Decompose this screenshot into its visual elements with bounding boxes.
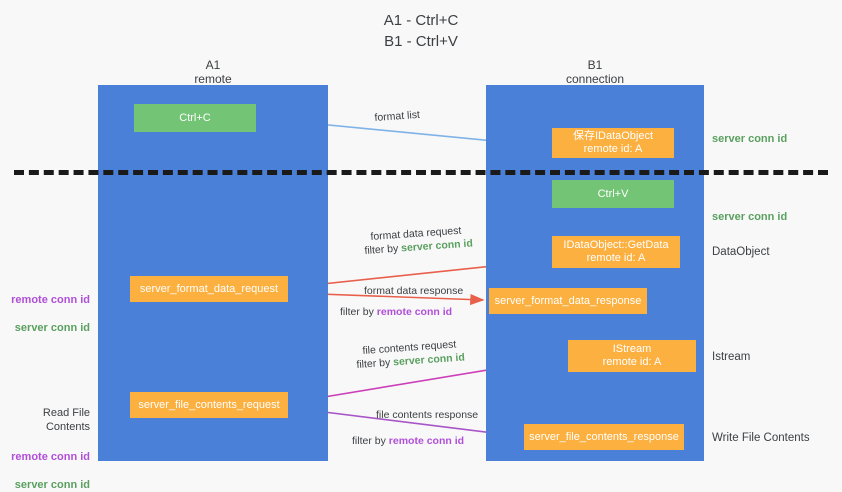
filter-prefix-1: filter by (364, 242, 402, 257)
arrow-label-file-contents-response-filter: filter by remote conn id (352, 434, 464, 448)
node-idataobject-getdata[interactable]: IDataObject::GetData remote id: A (552, 236, 680, 268)
arrow-file-contents-response (291, 407, 520, 440)
filter-prefix-4: filter by (352, 435, 389, 447)
node-server-file-contents-request[interactable]: server_file_contents_request (130, 392, 288, 418)
filter-prefix-2: filter by (340, 306, 377, 318)
label-write-file-contents: Write File Contents (712, 432, 810, 444)
label-remote-conn-id-2: remote conn id (11, 451, 90, 463)
node-server-format-data-response[interactable]: server_format_data_response (489, 288, 647, 314)
node-server-format-data-request[interactable]: server_format_data_request (130, 276, 288, 302)
label-left-conn-ids-file: Read File Contents remote conn id server… (8, 392, 90, 492)
node-istream[interactable]: IStream remote id: A (568, 340, 696, 372)
filter-prefix-3: filter by (356, 356, 394, 371)
arrow-label-format-data-response: format data response (364, 285, 464, 297)
column-header-b1: B1 connection (565, 58, 625, 86)
label-remote-conn-id-1: remote conn id (11, 294, 90, 306)
column-header-a1: A1 remote (194, 58, 232, 86)
node-ctrl-c[interactable]: Ctrl+C (134, 104, 256, 132)
label-istream: Istream (712, 351, 751, 363)
arrow-label-file-contents-response: file contents response (376, 409, 479, 421)
node-server-file-contents-response[interactable]: server_file_contents_response (524, 424, 684, 450)
filter-value-2: remote conn id (376, 306, 453, 318)
filter-value-4: remote conn id (388, 435, 465, 447)
label-server-conn-id-mid: server conn id (712, 211, 788, 223)
label-server-conn-id-top: server conn id (712, 133, 788, 145)
page-title: A1 - Ctrl+C B1 - Ctrl+V (383, 12, 459, 50)
node-idataobject[interactable]: 保存IDataObject remote id: A (552, 128, 674, 158)
label-left-conn-ids-format: remote conn id server conn id (8, 279, 90, 335)
arrow-label-format-data-response-filter: filter by remote conn id (340, 305, 452, 319)
phase-divider (14, 170, 828, 175)
label-dataobject: DataObject (712, 246, 770, 258)
label-server-conn-id-1: server conn id (14, 322, 90, 334)
label-server-conn-id-2: server conn id (14, 479, 90, 491)
label-read-file-contents: Read File Contents (42, 407, 90, 433)
node-ctrl-v[interactable]: Ctrl+V (552, 180, 674, 208)
